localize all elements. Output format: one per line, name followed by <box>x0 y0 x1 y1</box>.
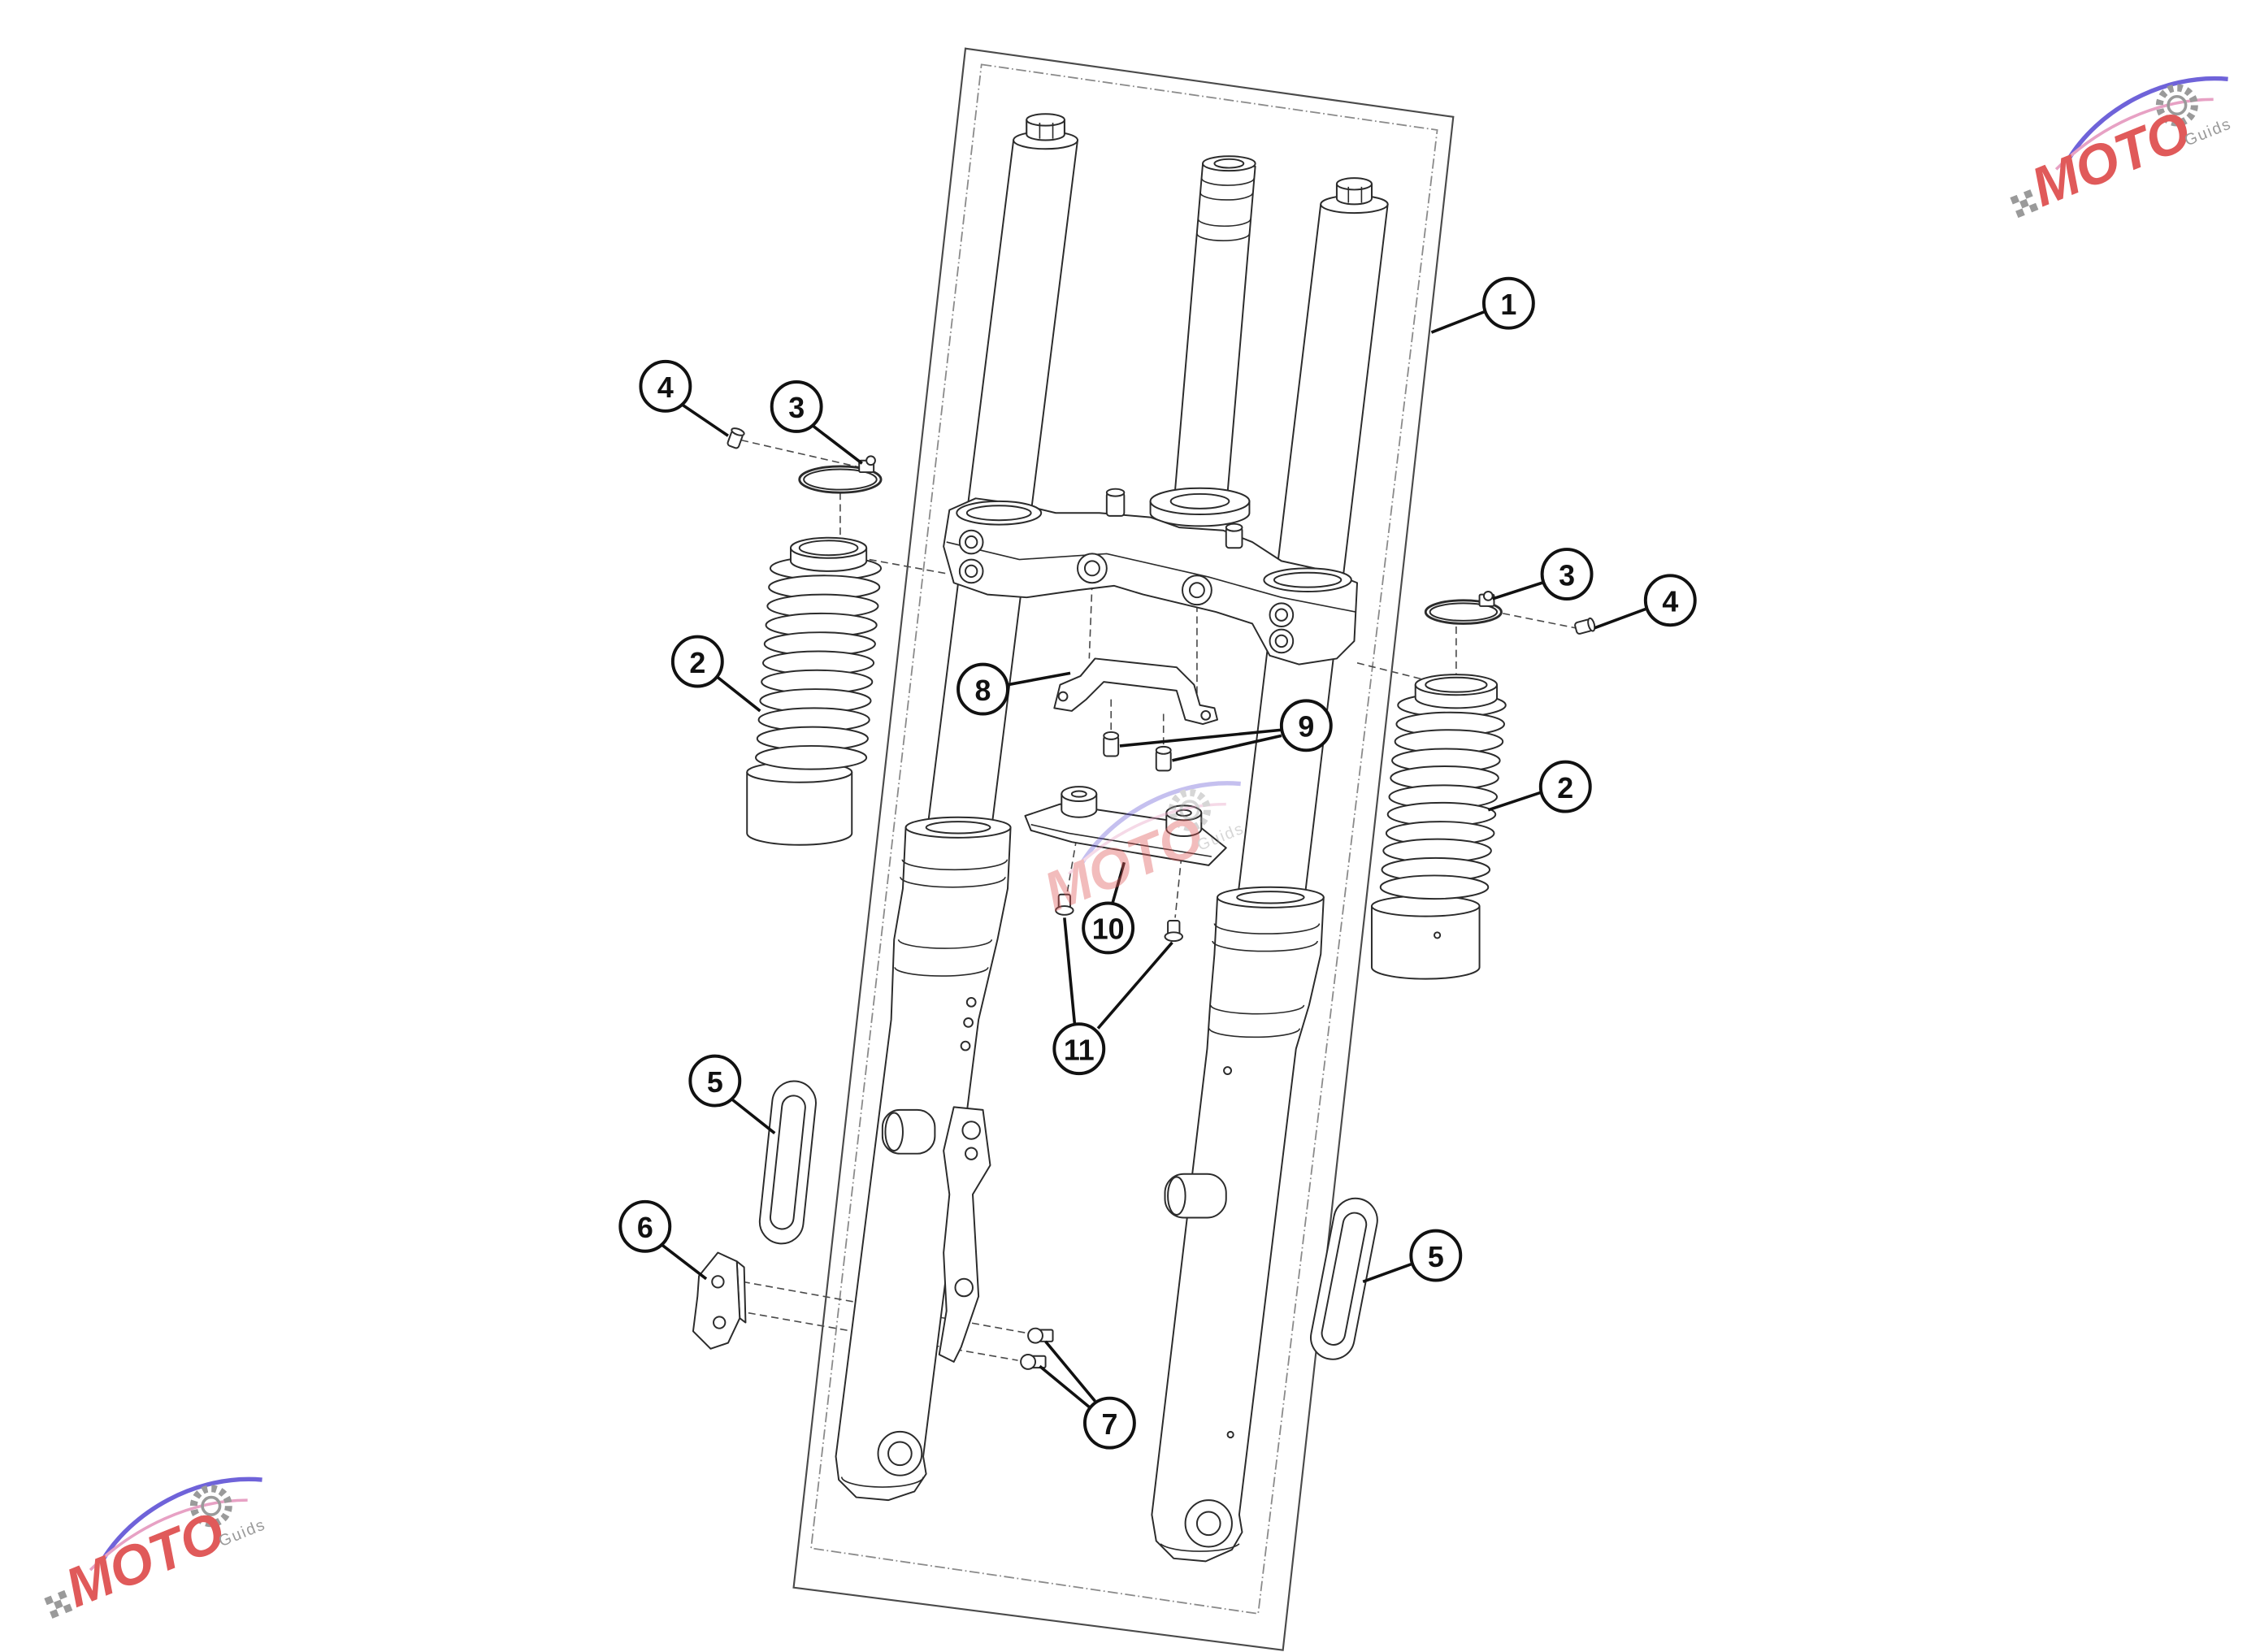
left-fork-slider <box>835 816 1012 1502</box>
right-axle-lug <box>1184 1499 1233 1548</box>
frame-inner <box>810 63 1438 1615</box>
swoosh-icon <box>1078 781 1241 867</box>
cover-plate-screws <box>1055 893 1183 943</box>
callout-5-right: 5 <box>1362 1229 1463 1284</box>
watermark-wordmark: MOTO <box>2023 99 2199 219</box>
callout-label: 10 <box>1092 913 1125 946</box>
callout-4-right: 4 <box>1594 574 1697 630</box>
callout-11: 11 <box>1052 917 1173 1076</box>
callout-label: 8 <box>975 674 991 707</box>
callout-label: 11 <box>1064 1034 1095 1066</box>
lower-triple-clamp <box>943 488 1359 666</box>
watermark-tagline: Guids <box>2182 115 2234 150</box>
swoosh-icon <box>100 1476 262 1563</box>
assembly-frame <box>792 47 1455 1651</box>
checkered-flag-icon <box>2010 189 2039 219</box>
callout-8: 8 <box>956 662 1071 716</box>
right-fork-upper-tube <box>1237 177 1389 899</box>
watermark-logo-bottom-left: MOTO Guids <box>44 1476 268 1619</box>
watermark-tagline: Guids <box>216 1515 268 1550</box>
callout-label: 4 <box>657 371 674 404</box>
callout-1: 1 <box>1430 276 1535 334</box>
callout-label: 6 <box>637 1212 653 1244</box>
callout-label: 3 <box>1559 559 1575 592</box>
callout-label: 7 <box>1101 1408 1117 1441</box>
left-fork-upper-tube <box>926 113 1078 829</box>
gear-icon <box>189 1485 232 1528</box>
callout-3-left: 3 <box>770 380 863 465</box>
gear-icon <box>1168 788 1211 831</box>
callout-2-left: 2 <box>670 635 761 713</box>
callout-3-right: 3 <box>1492 548 1594 601</box>
bracket-bolts <box>1020 1327 1054 1370</box>
checkered-flag-icon <box>44 1589 73 1619</box>
right-fork-slider <box>1151 886 1325 1563</box>
right-axle-boss <box>1164 1173 1227 1219</box>
left-clamp-screw <box>727 427 745 449</box>
right-boot-clamp <box>1424 591 1503 625</box>
callout-label: 1 <box>1500 288 1516 321</box>
callout-10: 10 <box>1082 861 1135 955</box>
guard-mount-bracket <box>692 1251 747 1350</box>
callout-label: 9 <box>1298 711 1314 744</box>
right-clamp-screw <box>1574 617 1596 635</box>
callout-label: 3 <box>788 392 805 424</box>
gear-icon <box>2155 84 2198 127</box>
callout-label: 4 <box>1662 586 1678 618</box>
left-fork-leg <box>835 113 1078 1502</box>
frame-outer <box>792 47 1455 1651</box>
watermark-wordmark: MOTO <box>57 1500 233 1619</box>
callout-4-left: 4 <box>639 359 729 437</box>
left-fork-boot <box>746 536 883 846</box>
callouts: 1 2 2 3 3 4 4 <box>618 276 1697 1450</box>
right-fork-boot <box>1370 674 1507 980</box>
right-fork-guard <box>1310 1197 1378 1360</box>
left-boot-clamp <box>798 455 883 494</box>
steering-stem <box>1149 155 1256 527</box>
clamp-cover-plate <box>1024 786 1227 866</box>
callout-label: 5 <box>1428 1241 1444 1273</box>
swoosh-icon <box>2066 76 2228 162</box>
brake-hose-bracket <box>1053 657 1218 726</box>
watermark-logo-top-right: MOTO Guids <box>2010 76 2234 219</box>
callout-5-left: 5 <box>688 1054 776 1134</box>
left-axle-lug <box>877 1430 923 1476</box>
callout-label: 2 <box>689 647 705 679</box>
bracket-screws <box>1103 731 1172 772</box>
callout-7: 7 <box>1039 1340 1136 1450</box>
callout-2-right: 2 <box>1487 760 1592 813</box>
left-fork-guard <box>758 1080 817 1245</box>
callout-9: 9 <box>1119 699 1333 762</box>
right-fork-leg <box>1151 177 1389 1563</box>
left-axle-boss <box>881 1108 936 1155</box>
callout-label: 2 <box>1557 772 1573 804</box>
callout-6: 6 <box>618 1199 708 1281</box>
callout-label: 5 <box>707 1066 723 1099</box>
left-caliper-mount <box>938 1106 991 1363</box>
